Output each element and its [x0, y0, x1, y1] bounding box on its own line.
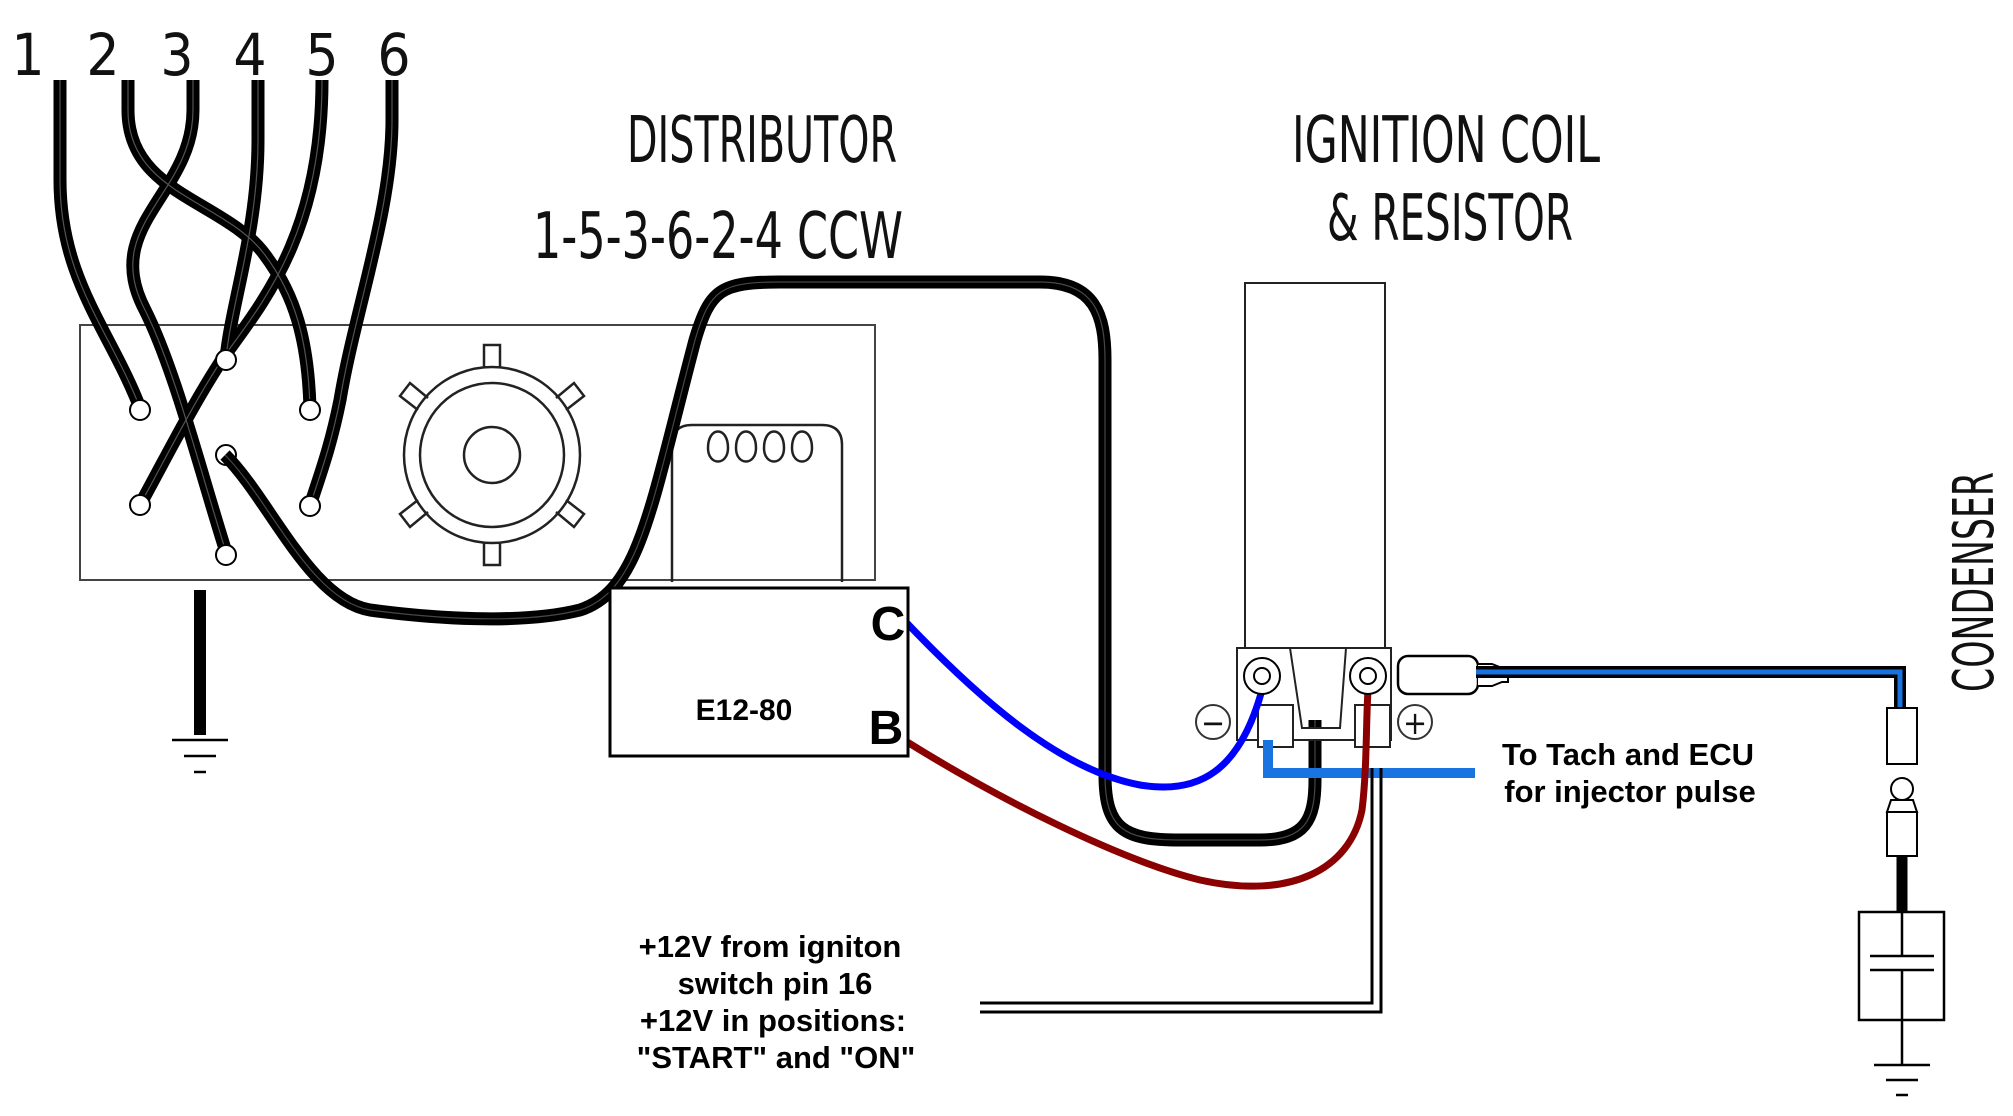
- condenser-label: CONDENSER: [1942, 472, 2007, 692]
- cylinder-number-4: 4: [233, 21, 266, 89]
- power-note-line3: +12V in positions:: [640, 1003, 906, 1038]
- ignition-coil-title-line1: IGNITION COIL: [1292, 104, 1600, 178]
- ignition-coil-title-line2: & RESISTOR: [1327, 182, 1573, 256]
- coil-terminals: [1243, 657, 1387, 695]
- e12-80-module: E12-80 C B: [608, 586, 910, 758]
- condenser-lead: [1396, 654, 1919, 912]
- condenser-icon: [1857, 910, 1946, 1097]
- tach-ecu-wire: [1263, 740, 1475, 778]
- coil-positive-symbol: +: [1397, 704, 1433, 742]
- ignition-switch-12v-wire: [980, 768, 1383, 1014]
- distributor-title: DISTRIBUTOR: [627, 104, 897, 178]
- module-label: E12-80: [696, 694, 793, 727]
- module-terminal-c: C: [871, 598, 906, 651]
- cylinder-number-1: 1: [11, 21, 44, 89]
- module-terminal-b: B: [869, 702, 904, 755]
- cylinder-number-6: 6: [377, 21, 410, 89]
- distributor-ground: [172, 590, 228, 774]
- distributor-rotor-icon: [398, 343, 586, 567]
- power-note-line2: switch pin 16: [678, 966, 873, 1001]
- firing-order-label: 1-5-3-6-2-4 CCW: [533, 200, 903, 274]
- svg-text:+: +: [1403, 704, 1427, 742]
- module-c-blue-wire: [901, 617, 1266, 791]
- power-note-line1: +12V from igniton: [639, 929, 902, 964]
- tach-note-line2: for injector pulse: [1504, 774, 1755, 809]
- coil-wire-highlight: [224, 281, 1316, 841]
- power-note-line4: "START" and "ON": [637, 1040, 916, 1075]
- coil-negative-symbol: −: [1195, 704, 1231, 742]
- cylinder-number-3: 3: [160, 21, 193, 89]
- svg-text:−: −: [1201, 704, 1225, 742]
- cylinder-number-2: 2: [86, 21, 119, 89]
- tach-note-line1: To Tach and ECU: [1502, 737, 1754, 772]
- spark-wire-highlights: [59, 79, 393, 553]
- module-b-red-wire: [902, 689, 1372, 890]
- cylinder-number-labels: 1 2 3 4 5 6: [11, 21, 410, 89]
- cylinder-number-5: 5: [305, 21, 338, 89]
